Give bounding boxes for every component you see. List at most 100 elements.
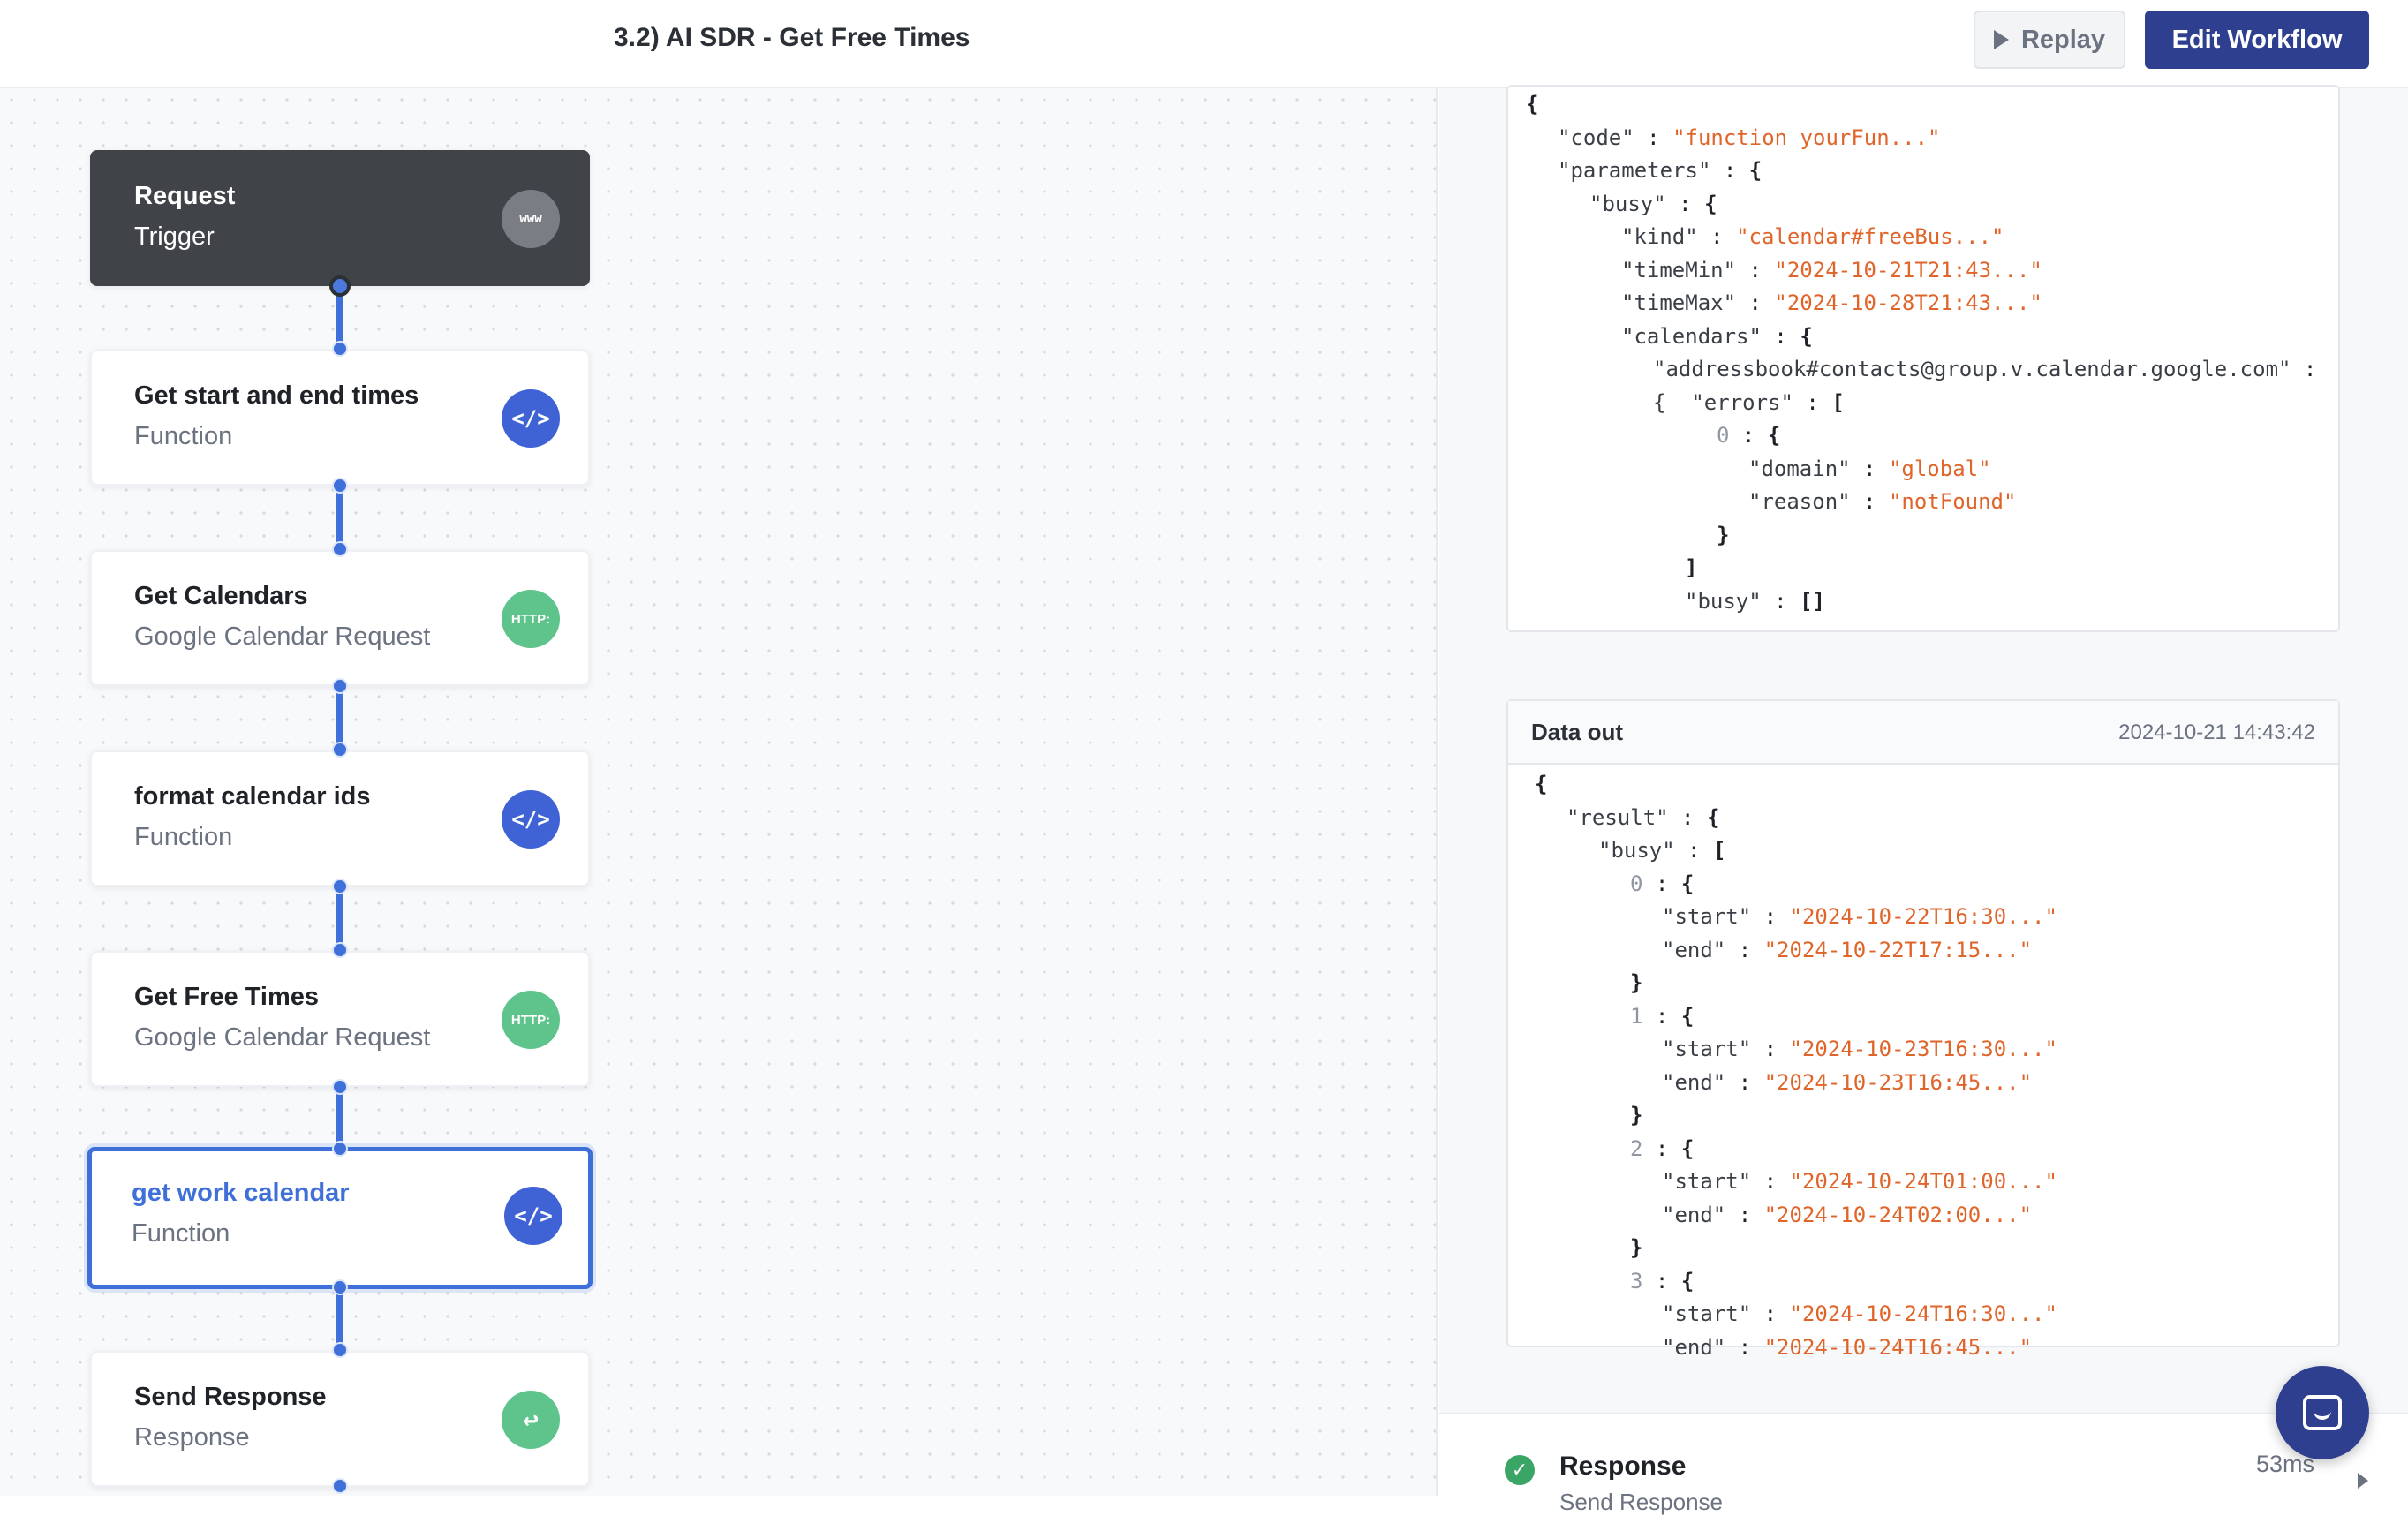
- json-value: "function yourFun...": [1672, 124, 1941, 150]
- json-key: "parameters": [1558, 158, 1711, 183]
- node-get-work-calendar[interactable]: get work calendar Function </>: [87, 1147, 593, 1289]
- json-line: "timeMin" : "2024-10-21T21:43...": [1621, 257, 2042, 283]
- node-title: Send Response: [134, 1383, 327, 1411]
- replay-button[interactable]: Replay: [1974, 11, 2125, 69]
- json-key: 0: [1717, 423, 1730, 448]
- json-key: 0: [1630, 871, 1643, 896]
- node-subtitle: Google Calendar Request: [134, 1023, 431, 1052]
- node-request-trigger[interactable]: Request Trigger www: [90, 150, 590, 286]
- json-key: "reason": [1748, 489, 1851, 514]
- json-line: "timeMax" : "2024-10-28T21:43...": [1621, 290, 2042, 315]
- data-in-viewer[interactable]: {"code" : "function yourFun...""paramete…: [1506, 85, 2340, 632]
- json-line: "end" : "2024-10-24T16:45...": [1662, 1334, 2033, 1360]
- connection-handle[interactable]: [332, 1141, 348, 1157]
- json-line: "busy" : []: [1685, 588, 1825, 614]
- connection-handle[interactable]: [329, 275, 351, 297]
- play-icon: [1993, 30, 2009, 49]
- edit-workflow-button[interactable]: Edit Workflow: [2145, 11, 2369, 69]
- json-value: }: [1717, 522, 1730, 547]
- json-key: "busy": [1589, 191, 1666, 216]
- connection-handle[interactable]: [332, 678, 348, 694]
- json-line: "end" : "2024-10-24T02:00...": [1662, 1202, 2033, 1227]
- json-value: "notFound": [1888, 489, 2017, 514]
- chat-icon: [2303, 1395, 2342, 1430]
- json-line: "reason" : "notFound": [1748, 489, 2017, 514]
- json-line: }: [1535, 1232, 2057, 1265]
- node-get-calendars[interactable]: Get Calendars Google Calendar Request HT…: [90, 550, 590, 686]
- json-value: {: [1706, 804, 1720, 830]
- workflow-title: 3.2) AI SDR - Get Free Times: [614, 23, 970, 52]
- json-line: 3 : {: [1630, 1268, 1695, 1294]
- chat-support-button[interactable]: [2276, 1366, 2369, 1459]
- json-key: "result": [1566, 804, 1669, 830]
- json-line: "domain" : "global": [1748, 456, 1991, 481]
- json-line: }: [1535, 967, 2057, 1000]
- connection-handle[interactable]: [332, 1279, 348, 1295]
- json-line: "start" : "2024-10-22T16:30...": [1662, 904, 2057, 929]
- json-key: "busy": [1685, 588, 1762, 614]
- json-value: {: [1680, 1135, 1695, 1161]
- json-line: "result" : {: [1566, 804, 1720, 830]
- connector-line: [336, 686, 343, 750]
- node-subtitle: Function: [134, 823, 233, 851]
- json-value: {: [1767, 423, 1781, 448]
- connection-handle[interactable]: [332, 1079, 348, 1095]
- json-line: "busy" : {: [1589, 191, 1717, 216]
- connection-handle[interactable]: [332, 341, 348, 357]
- json-key: "end": [1662, 1202, 1726, 1227]
- json-line: { "errors" : [: [1653, 389, 1845, 415]
- connector-line: [336, 886, 343, 950]
- json-key: "code": [1558, 124, 1634, 150]
- json-key: "start": [1662, 1037, 1752, 1061]
- json-key: "timeMax": [1621, 290, 1737, 315]
- json-value: }: [1630, 1235, 1643, 1260]
- json-line: "code" : "function yourFun...": [1558, 124, 1941, 150]
- node-send-response[interactable]: Send Response Response ↩: [90, 1351, 590, 1487]
- json-value: {: [1680, 1003, 1695, 1029]
- node-get-start-and-end-times[interactable]: Get start and end times Function </>: [90, 350, 590, 486]
- connection-handle[interactable]: [332, 879, 348, 894]
- code-icon: </>: [502, 389, 560, 448]
- json-value: {: [1704, 191, 1717, 216]
- node-subtitle: Function: [132, 1219, 230, 1248]
- node-subtitle: Function: [134, 422, 233, 450]
- json-line: {: [1526, 88, 2329, 122]
- json-line: "calendars" : {: [1621, 323, 1813, 349]
- connection-handle[interactable]: [332, 1478, 348, 1494]
- json-value: }: [1630, 970, 1643, 995]
- success-check-icon: ✓: [1505, 1455, 1535, 1485]
- connection-handle[interactable]: [332, 478, 348, 494]
- chevron-right-icon[interactable]: [2358, 1473, 2368, 1489]
- json-line: 0 : {: [1717, 423, 1781, 448]
- response-step-title: Response: [1559, 1452, 1687, 1481]
- json-key: "end": [1662, 1069, 1726, 1095]
- json-value: {: [1748, 158, 1763, 183]
- json-line: "kind" : "calendar#freeBus...": [1621, 224, 2004, 249]
- json-value: "2024-10-23T16:30...": [1789, 1037, 2057, 1061]
- json-key: "domain": [1748, 456, 1851, 481]
- replay-label: Replay: [2020, 25, 2106, 54]
- json-value: {: [1800, 323, 1813, 349]
- connection-handle[interactable]: [332, 742, 348, 758]
- execution-details-panel: {"code" : "function yourFun...""paramete…: [1439, 85, 2408, 1496]
- json-value: "calendar#freeBus...": [1736, 224, 2004, 249]
- json-value: "2024-10-23T16:45...": [1763, 1069, 2033, 1095]
- response-step-row[interactable]: ✓ Response Send Response: [1439, 1413, 2408, 1515]
- node-title: Get Calendars: [134, 582, 308, 610]
- connection-handle[interactable]: [332, 942, 348, 958]
- node-title: Get start and end times: [134, 381, 419, 410]
- data-out-header: Data out 2024-10-21 14:43:42: [1508, 701, 2338, 765]
- node-format-calendar-ids[interactable]: format calendar ids Function </>: [90, 750, 590, 886]
- connection-handle[interactable]: [332, 1342, 348, 1358]
- json-key: "kind": [1621, 224, 1698, 249]
- json-key: 1: [1630, 1003, 1643, 1029]
- json-key: "end": [1662, 1334, 1726, 1360]
- data-out-viewer[interactable]: Data out 2024-10-21 14:43:42 {"result" :…: [1506, 699, 2340, 1360]
- json-value: {: [1680, 1268, 1695, 1294]
- node-get-free-times[interactable]: Get Free Times Google Calendar Request H…: [90, 951, 590, 1087]
- connection-handle[interactable]: [332, 541, 348, 557]
- json-key: "addressbook#contacts@group.v.calendar.g…: [1653, 357, 2291, 381]
- json-value: "2024-10-22T17:15...": [1763, 937, 2033, 962]
- json-key: "busy": [1598, 838, 1675, 863]
- node-subtitle: Response: [134, 1423, 250, 1452]
